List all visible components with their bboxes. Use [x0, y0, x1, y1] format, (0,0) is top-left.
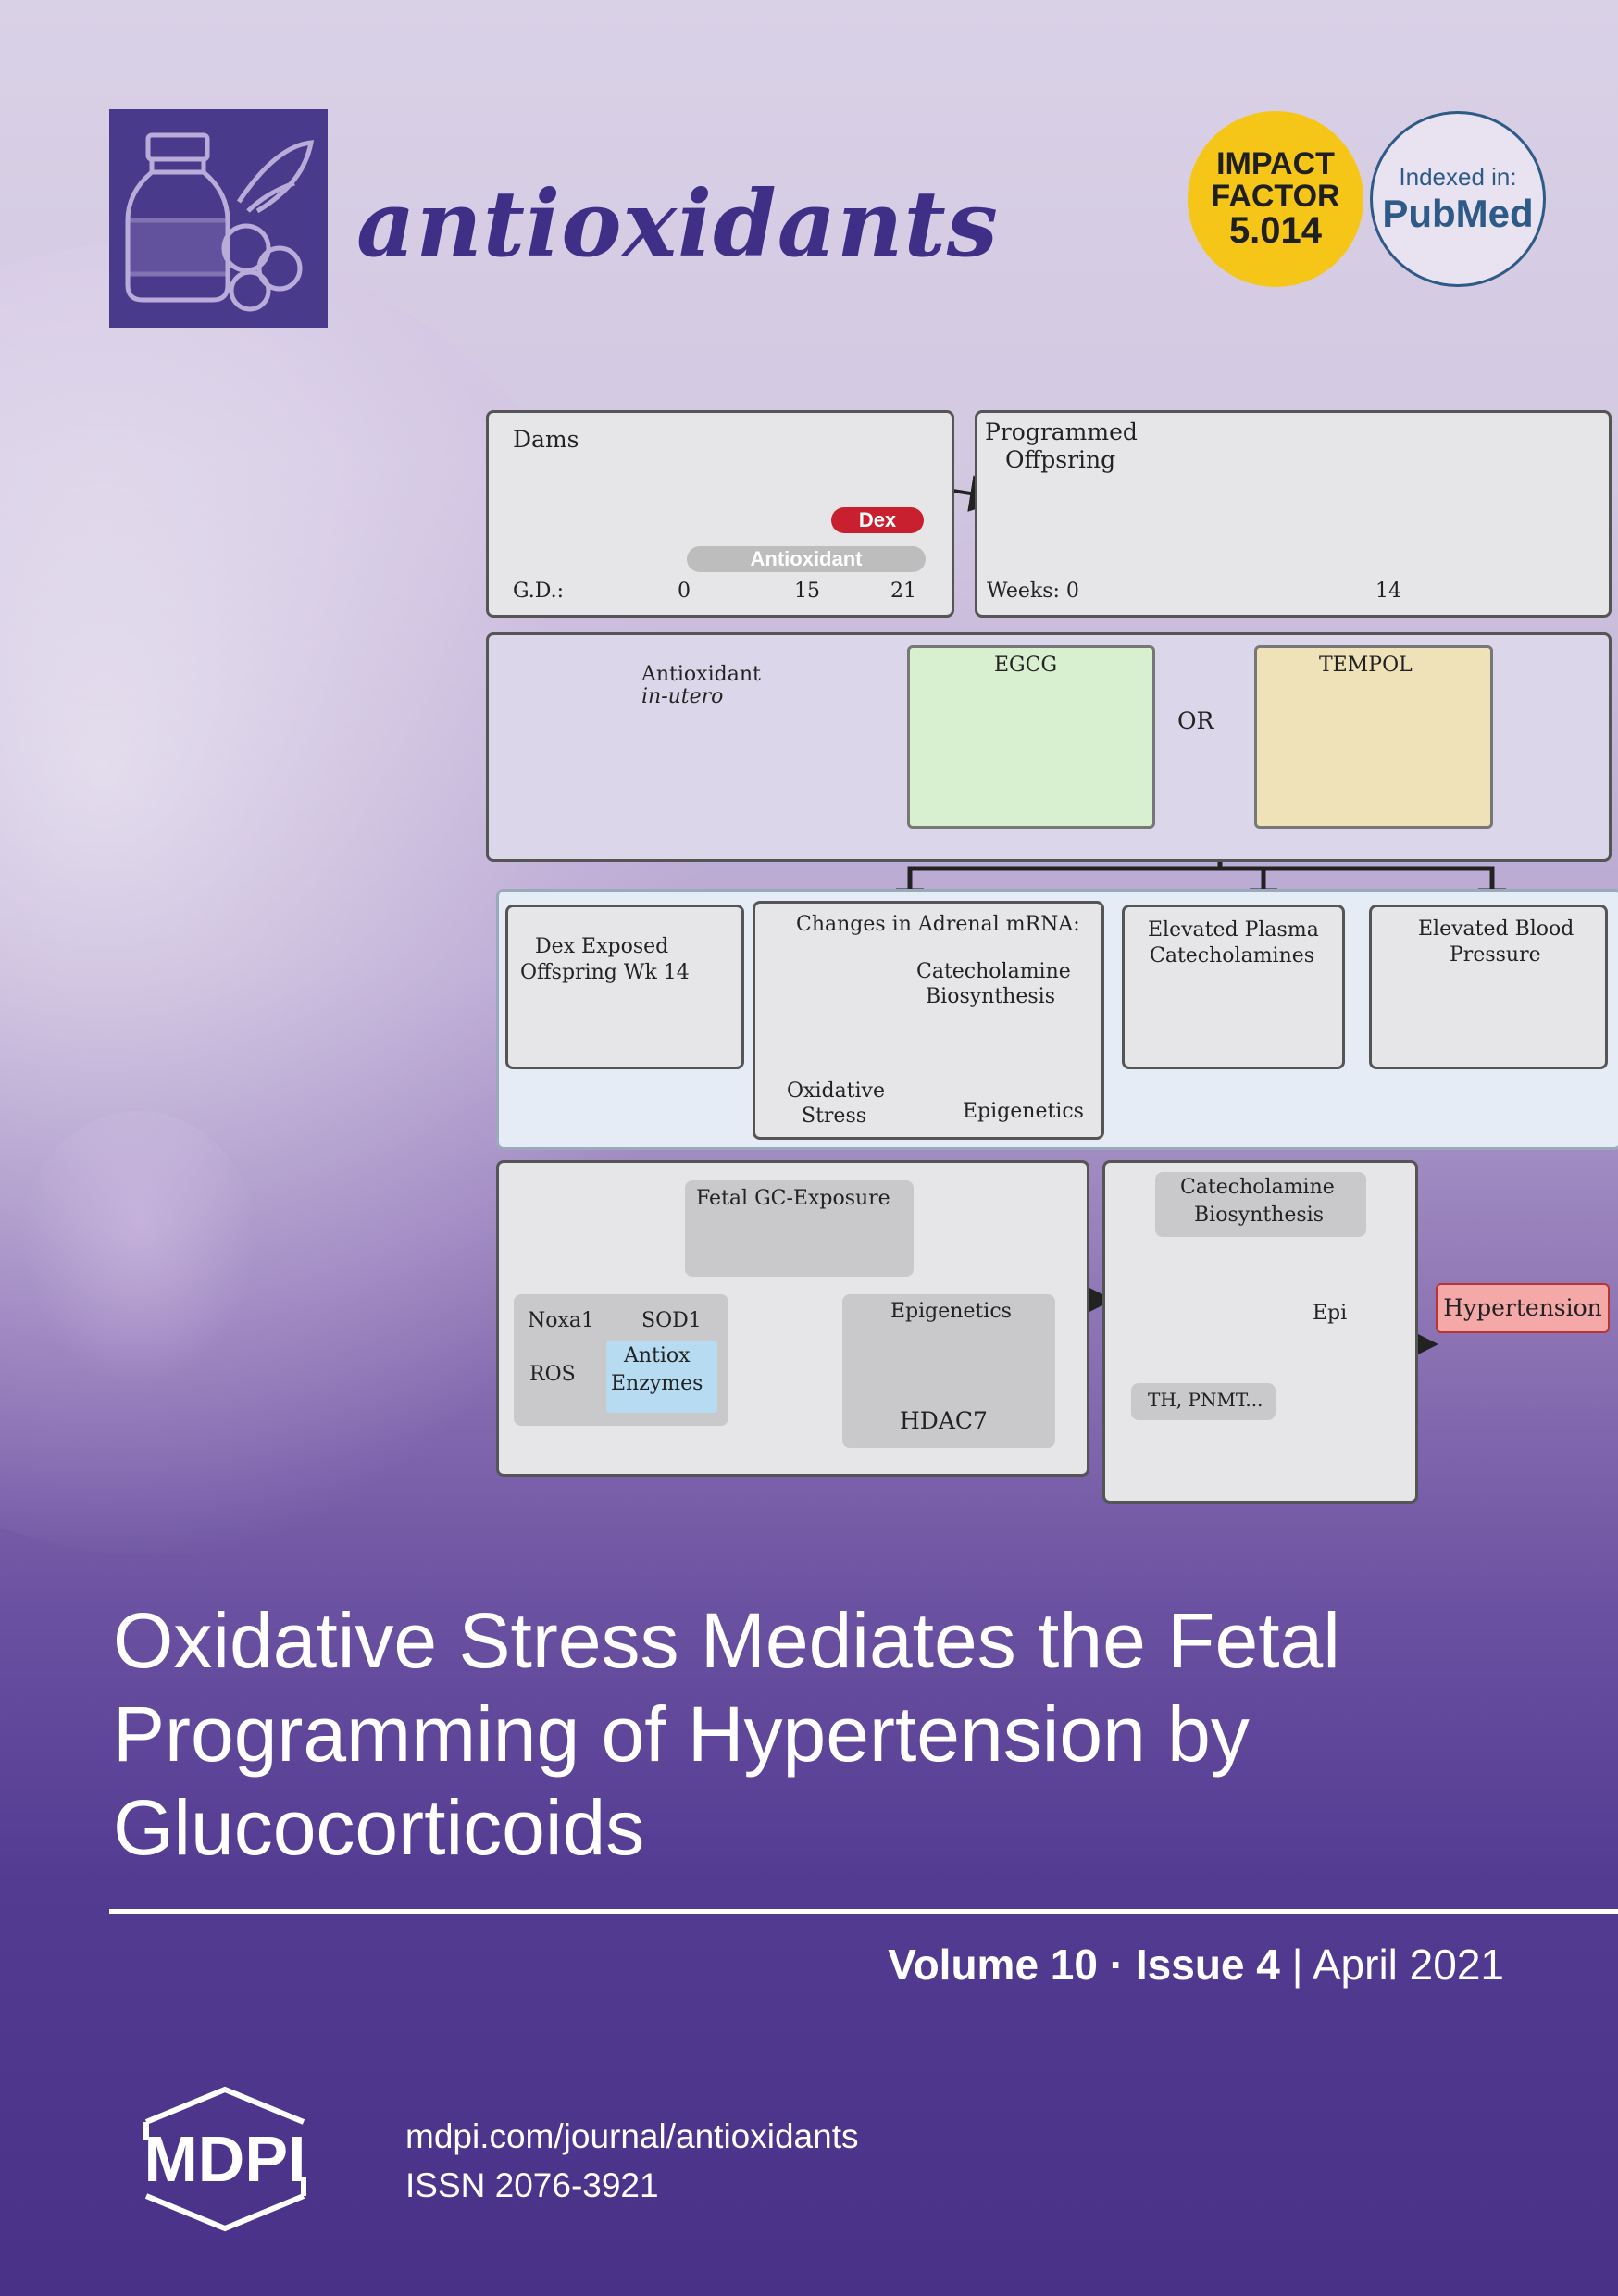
plasma-label-line1: Elevated Plasma [1148, 918, 1319, 942]
volume-label: Volume 10 [888, 1940, 1098, 1989]
sod1-label: SOD1 [641, 1309, 702, 1332]
epigenetics-box-label: Epigenetics [890, 1300, 1012, 1323]
cat-bio-label-line1: Catecholamine [1180, 1176, 1335, 1199]
gd-tick-21: 21 [890, 580, 916, 603]
issue-date: April 2021 [1312, 1940, 1504, 1989]
cat-bio-label-line2: Biosynthesis [1194, 1204, 1324, 1227]
fetal-gc-box [685, 1180, 914, 1277]
dams-label: Dams [513, 426, 579, 453]
oxidative-label-line1: Oxidative [787, 1079, 886, 1103]
hypertension-box: Hypertension [1436, 1283, 1610, 1333]
plasma-label-line2: Catecholamines [1150, 944, 1315, 967]
journal-logo [109, 109, 328, 328]
indexed-label: Indexed in: [1399, 162, 1517, 191]
bp-label-line1: Elevated Blood [1418, 917, 1574, 941]
epigenetics-box [842, 1294, 1055, 1448]
epi-label: Epi [1313, 1302, 1348, 1325]
programmed-label-line1: Programmed [985, 418, 1138, 445]
box-blood-pressure [1369, 905, 1608, 1069]
journal-url[interactable]: mdpi.com/journal/antioxidants [405, 2117, 859, 2155]
journal-title: antioxidants [356, 171, 999, 278]
issue-label: Issue 4 [1135, 1940, 1280, 1989]
th-pnmt-box [1131, 1383, 1276, 1420]
weeks-label: Weeks: 0 [987, 580, 1079, 603]
th-pnmt-label: TH, PNMT... [1148, 1389, 1263, 1411]
hdac7-label: HDAC7 [900, 1407, 988, 1434]
dex-exposed-line1: Dex Exposed [535, 935, 669, 958]
ros-label: ROS [529, 1363, 576, 1386]
catecholamine-label-line2: Biosynthesis [926, 985, 1055, 1008]
mdpi-wordmark: MDPI [143, 2123, 306, 2195]
impact-value: 5.014 [1228, 210, 1323, 252]
oxidative-label-line2: Stress [802, 1104, 867, 1128]
or-label: OR [1177, 707, 1214, 734]
tempol-label: TEMPOL [1319, 654, 1413, 677]
box-plasma [1122, 905, 1345, 1069]
egcg-label: EGCG [994, 654, 1058, 677]
week-14-label: 14 [1375, 580, 1401, 603]
antioxidant-bar: Antioxidant [687, 546, 926, 572]
impact-label-line2: FACTOR [1211, 178, 1340, 214]
gd-tick-15: 15 [794, 580, 820, 603]
changes-adrenal-label: Changes in Adrenal mRNA: [796, 913, 1080, 936]
catecholamine-label-line1: Catecholamine [916, 960, 1071, 983]
antiox-label-line1: Antiox [624, 1344, 691, 1367]
antioxidant-label-line1: Antioxidant [641, 663, 761, 686]
noxa1-label: Noxa1 [528, 1309, 595, 1332]
issn-label: ISSN 2076-3921 [405, 2166, 659, 2204]
fetus-ear-shading [19, 1111, 259, 1389]
programmed-label-line2: Offpsring [1005, 446, 1116, 473]
egcg-structure-box [907, 645, 1155, 829]
impact-factor-badge: IMPACT FACTOR 5.014 [1188, 111, 1363, 287]
issue-separator: · [1097, 1940, 1136, 1989]
pipe-separator: | [1279, 1940, 1313, 1989]
dex-exposed-line2: Offspring Wk 14 [520, 961, 690, 984]
box-adrenal-mrna [753, 901, 1104, 1140]
issue-line: Volume 10 · Issue 4 | April 2021 [888, 1940, 1504, 1990]
dex-bar: Dex [831, 507, 924, 533]
tempol-structure-box [1254, 645, 1493, 829]
gd-tick-0: 0 [678, 580, 691, 603]
impact-label-line1: IMPACT [1216, 145, 1335, 181]
catecholamine-title-box [1155, 1172, 1366, 1237]
mdpi-logo: MDPI [109, 2085, 341, 2233]
antiox-label-line2: Enzymes [611, 1372, 703, 1395]
article-title: Oxidative Stress Mediates the Fetal Prog… [113, 1597, 1340, 1871]
title-divider [109, 1909, 1618, 1914]
antiox-enzymes-box [606, 1341, 717, 1413]
antioxidant-label-line2: in-utero [641, 685, 724, 708]
fetal-gc-label: Fetal GC-Exposure [696, 1187, 890, 1210]
indexed-db: PubMed [1382, 191, 1534, 235]
mdpi-hexagon-icon [143, 2086, 306, 2232]
box-dex-exposed [505, 905, 744, 1069]
pubmed-badge: Indexed in: PubMed [1370, 111, 1546, 287]
epigenetics-label: Epigenetics [963, 1100, 1084, 1123]
gd-label: G.D.: [513, 580, 565, 603]
bottle-berries-icon [125, 132, 315, 312]
panel-programmed-offspring [975, 410, 1612, 618]
bp-label-line2: Pressure [1450, 943, 1541, 967]
